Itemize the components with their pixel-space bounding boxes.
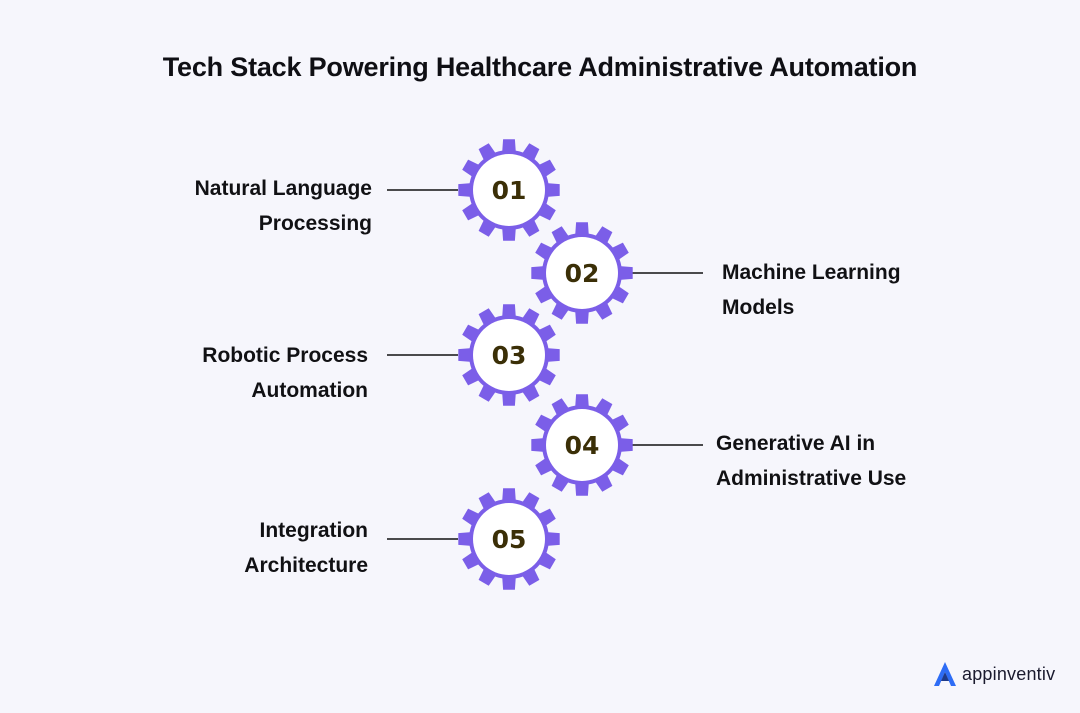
gear-number-04: 04: [565, 431, 600, 460]
gear-center-04: [546, 409, 618, 481]
gear-center-02: [546, 237, 618, 309]
gear-number-01: 01: [492, 176, 527, 205]
gear-center-03: [473, 319, 545, 391]
gear-center-01: [473, 154, 545, 226]
label-02: Machine Learning Models: [722, 255, 982, 325]
label-01-line-2: Processing: [258, 212, 372, 235]
label-02-line-1: Machine Learning: [722, 261, 901, 284]
label-01-line-1: Natural Language: [194, 177, 372, 200]
page-title: Tech Stack Powering Healthcare Administr…: [162, 52, 918, 82]
label-04-line-1: Generative AI in: [716, 432, 876, 455]
label-05-line-2: Architecture: [244, 554, 368, 577]
gear-number-02: 02: [565, 259, 600, 288]
logo-text: appinventiv: [962, 663, 1056, 684]
label-02-line-2: Models: [722, 296, 795, 319]
gear-number-03: 03: [492, 341, 527, 370]
label-04-line-2: Administrative Use: [716, 467, 907, 490]
label-04: Generative AI in Administrative Use: [716, 426, 976, 496]
label-03-line-2: Automation: [251, 379, 368, 402]
label-01: Natural Language Processing: [112, 171, 372, 241]
label-05-line-1: Integration: [259, 519, 369, 542]
gear-center-05: [473, 503, 545, 575]
label-03-line-1: Robotic Process: [202, 344, 368, 367]
gear-number-05: 05: [492, 525, 527, 554]
appinventiv-logo-icon: [934, 662, 956, 686]
label-03: Robotic Process Automation: [108, 338, 368, 408]
appinventiv-logo: appinventiv: [932, 660, 1055, 688]
label-05: Integration Architecture: [108, 513, 368, 583]
